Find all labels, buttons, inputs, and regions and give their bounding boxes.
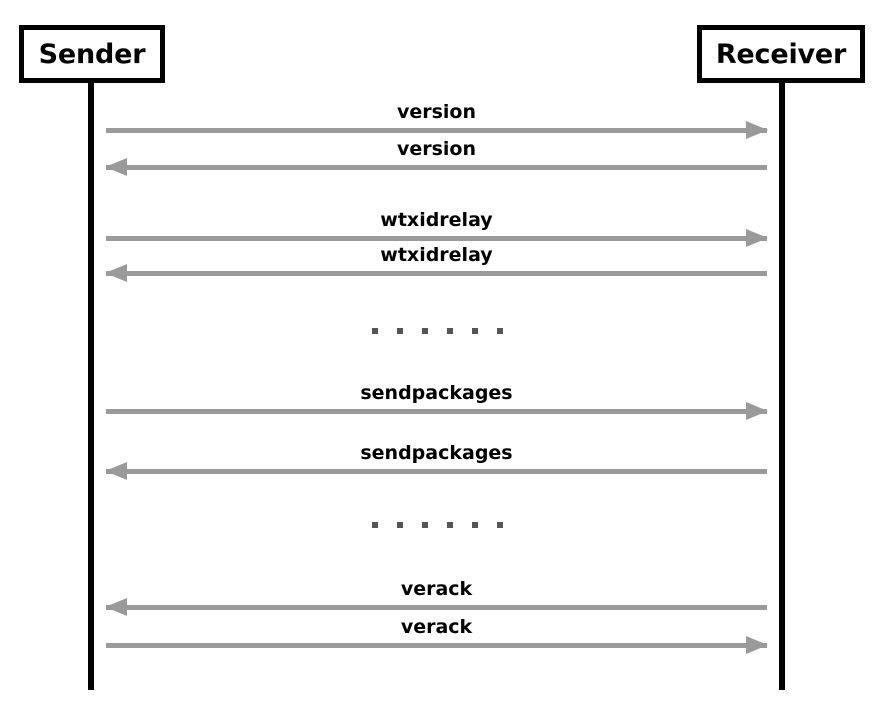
arrowhead-right-icon	[746, 636, 768, 654]
arrowhead-left-icon	[105, 158, 127, 176]
arrowhead-left-icon	[105, 598, 127, 616]
message-line	[106, 165, 767, 170]
participant-label-receiver: Receiver	[715, 38, 847, 70]
message-label: wtxidrelay	[380, 209, 493, 231]
lifeline-sender	[88, 83, 94, 690]
ellipsis-dot	[446, 522, 453, 528]
ellipsis-dot	[396, 328, 403, 334]
message-line	[106, 469, 767, 474]
ellipsis-dot	[371, 522, 378, 528]
ellipsis-dot	[496, 328, 503, 334]
message-line	[106, 128, 767, 133]
arrowhead-right-icon	[746, 229, 768, 247]
message-line	[106, 643, 767, 648]
message-label: verack	[400, 578, 473, 600]
participant-box-receiver[interactable]: Receiver	[697, 25, 865, 83]
message-line	[106, 409, 767, 414]
ellipsis-dot	[446, 328, 453, 334]
message-label: wtxidrelay	[380, 244, 493, 266]
arrowhead-right-icon	[746, 402, 768, 420]
lifeline-receiver	[779, 83, 785, 690]
ellipsis-dot	[471, 522, 478, 528]
ellipsis-dot	[371, 328, 378, 334]
ellipsis-separator	[371, 522, 503, 528]
ellipsis-separator	[371, 328, 503, 334]
ellipsis-dot	[471, 328, 478, 334]
ellipsis-dot	[421, 328, 428, 334]
participant-box-sender[interactable]: Sender	[19, 25, 165, 83]
ellipsis-dot	[421, 522, 428, 528]
arrowhead-left-icon	[105, 264, 127, 282]
message-line	[106, 271, 767, 276]
arrowhead-right-icon	[746, 121, 768, 139]
participant-label-sender: Sender	[38, 38, 146, 70]
message-label: verack	[400, 616, 473, 638]
message-label: version	[396, 101, 477, 123]
message-label: version	[396, 138, 477, 160]
message-label: sendpackages	[360, 382, 513, 404]
message-line	[106, 236, 767, 241]
message-label: sendpackages	[360, 442, 513, 464]
message-line	[106, 605, 767, 610]
ellipsis-dot	[496, 522, 503, 528]
arrowhead-left-icon	[105, 462, 127, 480]
ellipsis-dot	[396, 522, 403, 528]
